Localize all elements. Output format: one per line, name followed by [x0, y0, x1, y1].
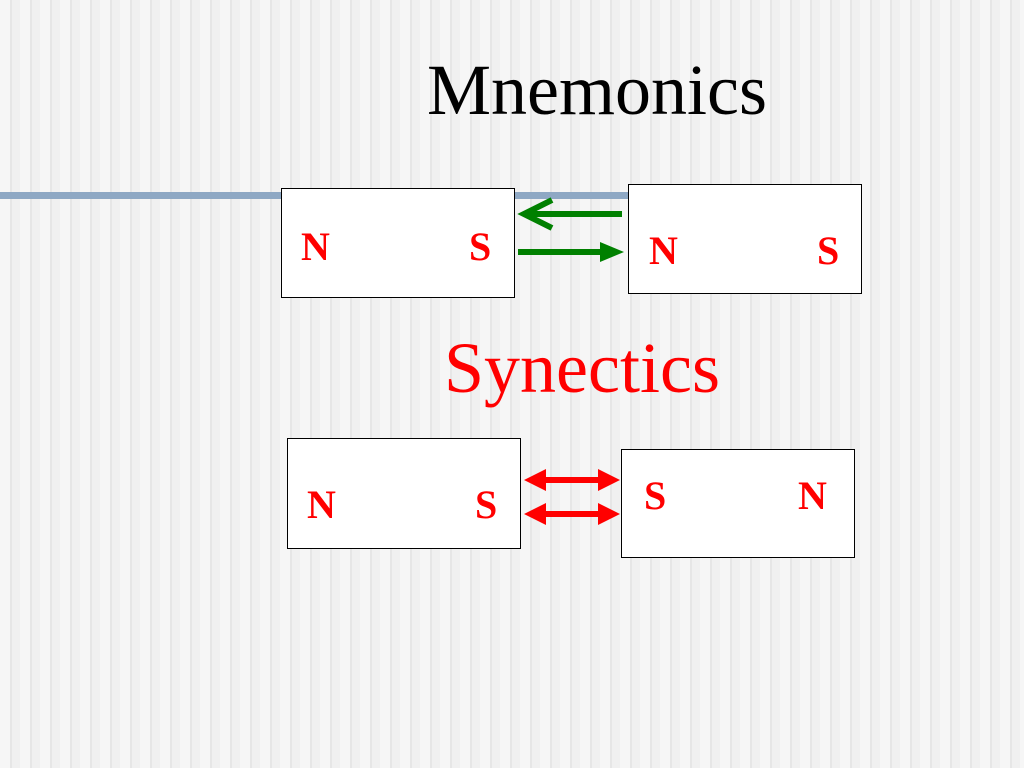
synectics-right-magnet: S N	[621, 449, 855, 558]
mnemonics-left-magnet: N S	[281, 188, 515, 298]
mnemonics-right-magnet: N S	[628, 184, 862, 294]
repulsion-arrow-bottom	[524, 503, 620, 525]
attraction-arrow-left	[517, 197, 622, 231]
mnemonics-right-magnet-north-pole: N	[649, 228, 678, 273]
mnemonics-left-magnet-south-pole: S	[469, 224, 492, 269]
mnemonics-right-magnet-south-pole: S	[817, 228, 840, 273]
synectics-left-magnet-south-pole: S	[475, 482, 498, 527]
slide-subtitle: Synectics	[444, 328, 720, 408]
synectics-right-magnet-north-pole: N	[798, 473, 827, 518]
synectics-right-magnet-south-pole: S	[644, 473, 667, 518]
slide-title: Mnemonics	[427, 50, 767, 130]
synectics-left-magnet: N S	[287, 438, 521, 549]
repulsion-arrow-top	[524, 469, 620, 491]
synectics-left-magnet-north-pole: N	[307, 482, 336, 527]
mnemonics-left-magnet-north-pole: N	[301, 224, 330, 269]
attraction-arrow-right	[518, 242, 624, 262]
